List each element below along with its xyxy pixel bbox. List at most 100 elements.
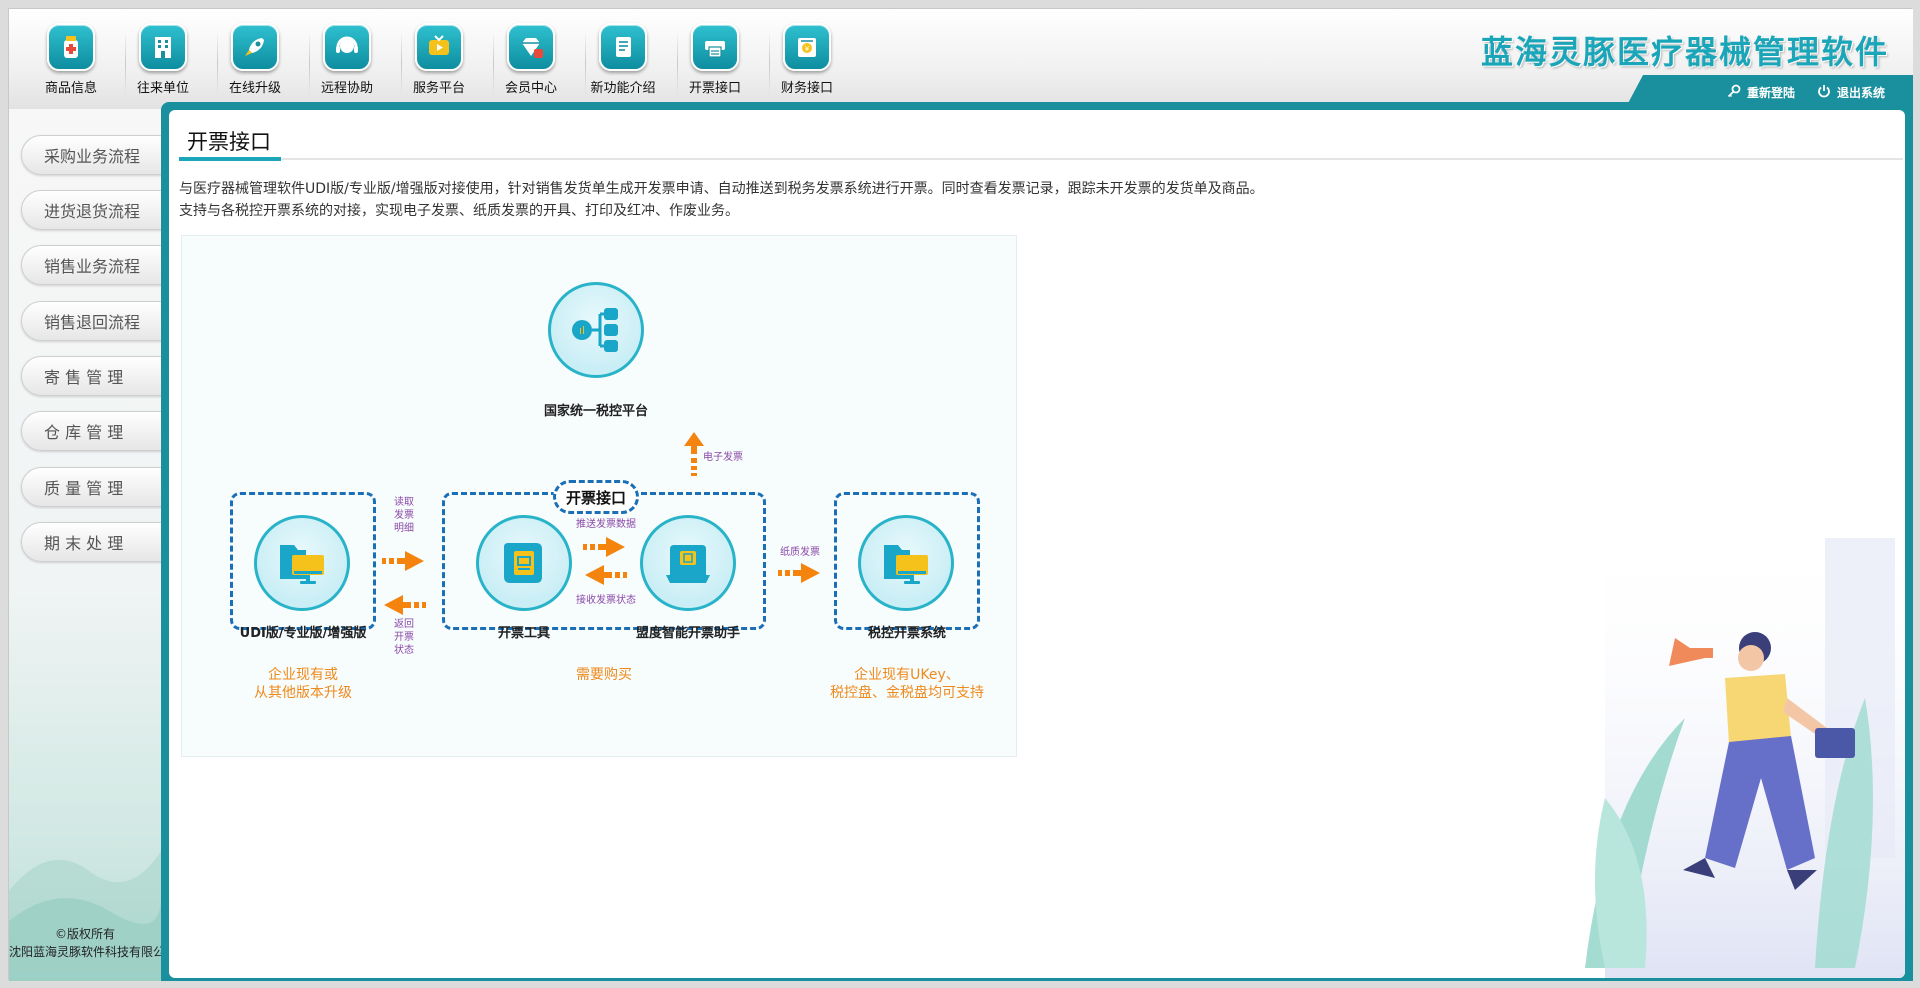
sidebar-item-quality[interactable]: 质 量 管 理 — [21, 467, 171, 507]
page-title: 开票接口 — [187, 130, 271, 154]
e-invoice-label: 电子发票 — [703, 452, 743, 463]
toolbar-item-new-features[interactable]: 新功能介绍 — [577, 23, 669, 103]
invoice-tool-node — [476, 515, 572, 611]
sidebar-item-label: 采购业务流程 — [44, 147, 141, 166]
arrow-up-icon — [684, 432, 704, 476]
toolbar-label: 新功能介绍 — [590, 81, 656, 96]
mini-line: 返回 — [394, 619, 414, 630]
svg-text:¥: ¥ — [805, 45, 810, 53]
diamond-icon — [507, 23, 555, 71]
copyright-line: ©版权所有 — [54, 927, 115, 941]
app-window: 商品信息 往来单位 在线升级 远程协助 服务平台 — [8, 8, 1913, 981]
platform-label: 国家统一税控平台 — [543, 404, 649, 419]
toolbar-label: 商品信息 — [44, 81, 97, 96]
toolbar-item-finance-interface[interactable]: ¥ 财务接口 — [761, 23, 853, 103]
sidebar-item-purchase-return-flow[interactable]: 进货退货流程 — [21, 190, 171, 230]
arrow-left-icon — [384, 595, 426, 615]
toolbar-label: 远程协助 — [320, 81, 373, 96]
sidebar: 采购业务流程 进货退货流程 销售业务流程 销售退回流程 寄 售 管 理 仓 库 … — [9, 109, 178, 981]
invoice-assistant-icon — [666, 545, 710, 583]
toolbar-item-member-center[interactable]: 会员中心 — [485, 23, 577, 103]
mini-line: 开票 — [394, 632, 414, 643]
finance-icon: ¥ — [783, 23, 831, 71]
toolbar-item-invoice-interface[interactable]: 开票接口 — [669, 23, 761, 103]
udi-caption: 企业现有或 从其他版本升级 — [254, 666, 352, 702]
platform-node: ıl — [548, 282, 644, 378]
sidebar-item-label: 销售退回流程 — [44, 313, 141, 332]
headset-icon — [323, 23, 371, 71]
invoice-tool-icon — [504, 543, 542, 583]
need-buy-caption: 需要购买 — [576, 667, 632, 683]
assistant-label: 盟度智能开票助手 — [635, 626, 741, 641]
toolbar-item-online-upgrade[interactable]: 在线升级 — [209, 23, 301, 103]
toolbar-label: 会员中心 — [504, 81, 557, 96]
tax-system-caption: 企业现有UKey、 税控盘、金税盘均可支持 — [830, 666, 984, 702]
mini-line: 状态 — [394, 645, 414, 656]
sidebar-item-warehouse[interactable]: 仓 库 管 理 — [21, 411, 171, 451]
building-icon — [139, 23, 187, 71]
description-line: 支持与各税控开票系统的对接，实现电子发票、纸质发票的开具、打印及红冲、作废业务。 — [179, 203, 739, 219]
toolbar-item-service-platform[interactable]: 服务平台 — [393, 23, 485, 103]
paper-invoice-label: 纸质发票 — [780, 547, 820, 558]
caption-line: 税控盘、金税盘均可支持 — [830, 685, 984, 701]
divider — [179, 158, 1903, 160]
main-panel: 开票接口 与医疗器械管理软件UDI版/专业版/增强版对接使用，针对销售发货单生成… — [161, 102, 1913, 981]
mini-line: 读取 — [394, 497, 414, 508]
udi-node — [254, 515, 350, 611]
toolbar-label: 开票接口 — [688, 81, 741, 96]
sidebar-item-sales-flow[interactable]: 销售业务流程 — [21, 245, 171, 285]
toolbar-label: 服务平台 — [412, 81, 465, 96]
sidebar-item-sales-return-flow[interactable]: 销售退回流程 — [21, 301, 171, 341]
sidebar-item-consignment[interactable]: 寄 售 管 理 — [21, 356, 171, 396]
sidebar-item-label: 期 末 处 理 — [44, 534, 124, 553]
svg-text:ıl: ıl — [579, 324, 585, 337]
tax-system-node — [858, 515, 954, 611]
receive-status-label: 接收发票状态 — [576, 595, 636, 606]
invoice-tool-label: 开票工具 — [497, 626, 551, 641]
medicine-bottle-icon — [47, 23, 95, 71]
invoice-flow-diagram: ıl 国家统一税控平台 电子发票 — [181, 235, 1017, 757]
arrow-right-icon — [583, 537, 625, 557]
caption-line: 从其他版本升级 — [254, 685, 352, 701]
sidebar-item-purchase-flow[interactable]: 采购业务流程 — [21, 135, 171, 175]
title-accent — [179, 157, 281, 161]
network-hub-icon: ıl — [572, 308, 618, 352]
read-invoice-label: 读取 发票 明细 — [394, 496, 414, 535]
description-line: 与医疗器械管理软件UDI版/专业版/增强版对接使用，针对销售发货单生成开发票申请… — [179, 181, 1264, 197]
tax-system-label: 税控开票系统 — [867, 626, 947, 641]
key-icon — [1727, 84, 1741, 101]
caption-line: 企业现有UKey、 — [854, 667, 960, 683]
relogin-label: 重新登陆 — [1746, 85, 1795, 100]
description: 与医疗器械管理软件UDI版/专业版/增强版对接使用，针对销售发货单生成开发票申请… — [179, 178, 1379, 222]
brand-title: 蓝海灵豚医疗器械管理软件 — [1480, 33, 1889, 71]
mini-line: 发票 — [394, 510, 414, 521]
document-icon — [599, 23, 647, 71]
top-toolbar: 商品信息 往来单位 在线升级 远程协助 服务平台 — [9, 9, 1913, 109]
logout-label: 退出系统 — [1836, 85, 1885, 100]
toolbar-item-remote-assist[interactable]: 远程协助 — [301, 23, 393, 103]
sidebar-item-period-end[interactable]: 期 末 处 理 — [21, 522, 171, 562]
mini-line: 明细 — [394, 523, 414, 534]
tv-play-icon — [415, 23, 463, 71]
sidebar-item-label: 仓 库 管 理 — [44, 423, 124, 442]
udi-label: UDI版/专业版/增强版 — [239, 626, 367, 641]
sidebar-item-label: 质 量 管 理 — [44, 479, 124, 498]
arrow-left-icon — [585, 565, 627, 585]
printer-icon — [691, 23, 739, 71]
rocket-icon — [231, 23, 279, 71]
toolbar-item-product-info[interactable]: 商品信息 — [25, 23, 117, 103]
computer-folder-icon — [884, 545, 928, 584]
toolbar-label: 财务接口 — [780, 81, 833, 96]
company-name: 沈阳蓝海灵豚软件科技有限公司 — [9, 945, 178, 959]
tax-system-box — [834, 492, 980, 630]
relogin-button[interactable]: 重新登陆 — [1727, 84, 1795, 101]
toolbar-label: 往来单位 — [136, 81, 189, 96]
sidebar-item-label: 寄 售 管 理 — [44, 368, 124, 387]
caption-line: 企业现有或 — [268, 667, 338, 683]
copyright: ©版权所有 沈阳蓝海灵豚软件科技有限公司 — [9, 925, 178, 961]
sidebar-item-label: 销售业务流程 — [44, 257, 141, 276]
toolbar-item-partners[interactable]: 往来单位 — [117, 23, 209, 103]
logout-button[interactable]: 退出系统 — [1817, 84, 1885, 101]
push-data-label: 推送发票数据 — [576, 519, 636, 530]
content-area: 开票接口 与医疗器械管理软件UDI版/专业版/增强版对接使用，针对销售发货单生成… — [169, 110, 1905, 978]
